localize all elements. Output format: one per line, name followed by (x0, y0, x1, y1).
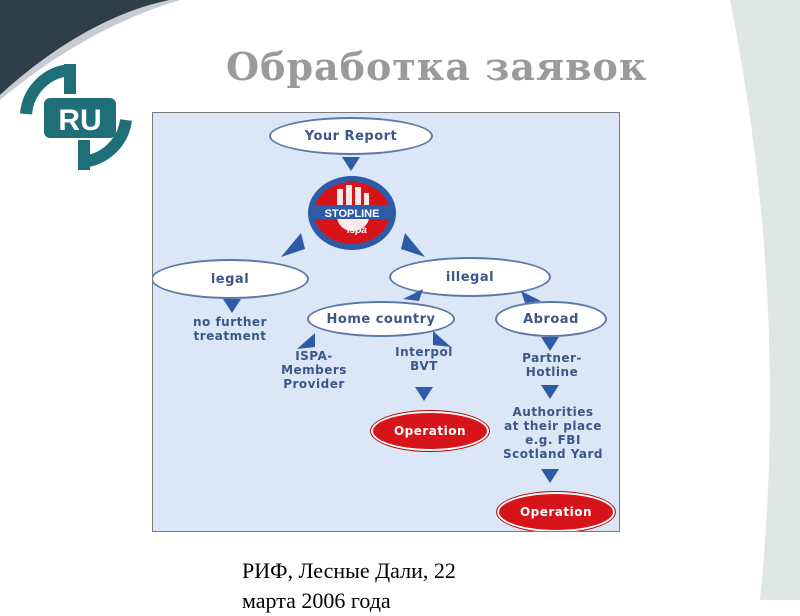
no-further-treatment-label: no further treatment (193, 315, 267, 343)
arrow-down-icon (223, 299, 241, 313)
footer-line-2: марта 2006 года (242, 588, 391, 613)
stopline-text: STOPLINE (325, 208, 380, 220)
partner-hotline-label: Partner- Hotline (522, 351, 582, 379)
operation-node-2: Operation (497, 492, 615, 531)
arrow-down-right-icon (521, 291, 541, 303)
right-band-decoration (730, 0, 800, 600)
slide-footer: РИФ, Лесные Дали, 22 марта 2006 года (242, 556, 456, 616)
arrow-down-left-icon (297, 333, 315, 349)
arrow-down-right-icon (433, 331, 451, 347)
home-country-node: Home country (307, 301, 455, 337)
slide-title: Обработка заявок (226, 44, 648, 89)
operation-node-1: Operation (371, 411, 489, 451)
your-report-node: Your Report (269, 117, 433, 155)
arrow-down-icon (541, 385, 559, 399)
illegal-node: illegal (389, 257, 551, 297)
arrow-down-left-icon (281, 233, 305, 257)
arrow-down-left-icon (403, 289, 423, 301)
arrow-down-icon (541, 337, 559, 351)
arrow-down-icon (342, 157, 360, 171)
ru-logo-icon: RU (20, 64, 132, 170)
stopline-badge-icon: STOPLINE ispa (308, 176, 396, 250)
footer-line-1: РИФ, Лесные Дали, 22 (242, 558, 456, 583)
corner-decoration (0, 0, 180, 100)
arrow-down-icon (541, 469, 559, 483)
ispa-text: ispa (347, 225, 367, 236)
arrow-down-icon (415, 387, 433, 401)
abroad-node: Abroad (495, 301, 607, 337)
legal-node: legal (153, 259, 309, 299)
ispa-members-provider-label: ISPA- Members Provider (281, 349, 347, 391)
logo-text: RU (58, 104, 101, 137)
process-diagram: Your Report STOPLINE ispa legal illegal … (152, 112, 620, 532)
arrow-down-right-icon (401, 233, 425, 257)
authorities-label: Authorities at their place e.g. FBI Scot… (503, 405, 603, 461)
interpol-bvt-label: Interpol BVT (395, 345, 453, 373)
